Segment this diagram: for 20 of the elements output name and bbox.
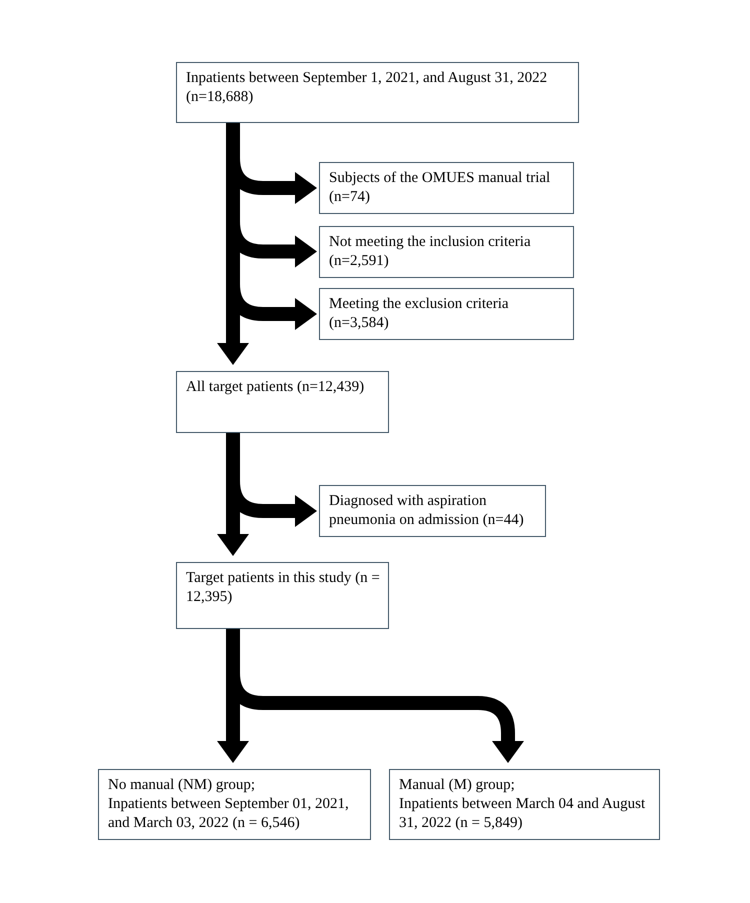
- box-text: Manual (M) group;: [399, 776, 516, 795]
- box-text: Inpatients between March 04 and August 31, 2022 (n = 5,849): [399, 795, 646, 833]
- process-box: [319, 485, 546, 537]
- process-box: [176, 62, 579, 123]
- process-box: [98, 769, 371, 840]
- box-text: Diagnosed with aspiration pneumonia on admission (n=44): [329, 492, 525, 530]
- box-text: Target patients in this study (n = 12,395): [186, 569, 380, 607]
- box-text: Not meeting the inclusion criteria (n=2,591): [329, 233, 532, 271]
- box-text: No manual (NM) group;: [108, 776, 256, 795]
- box-text: All target patients (n=12,439): [186, 378, 366, 397]
- box-text: Meeting the exclusion criteria (n=3,584): [329, 295, 510, 333]
- box-text: Inpatients between September 1, 2021, and August 31, 2022 (n=18,688): [186, 69, 548, 107]
- process-box: [389, 769, 660, 840]
- process-box: [176, 371, 389, 433]
- process-box: [319, 226, 574, 278]
- box-text: Subjects of the OMUES manual trial (n=74): [329, 169, 552, 207]
- process-box: [319, 162, 574, 214]
- process-box: [319, 288, 574, 340]
- process-box: [176, 562, 389, 629]
- box-text: Inpatients between September 01, 2021, and March 03, 2022 (n = 6,546): [108, 795, 350, 833]
